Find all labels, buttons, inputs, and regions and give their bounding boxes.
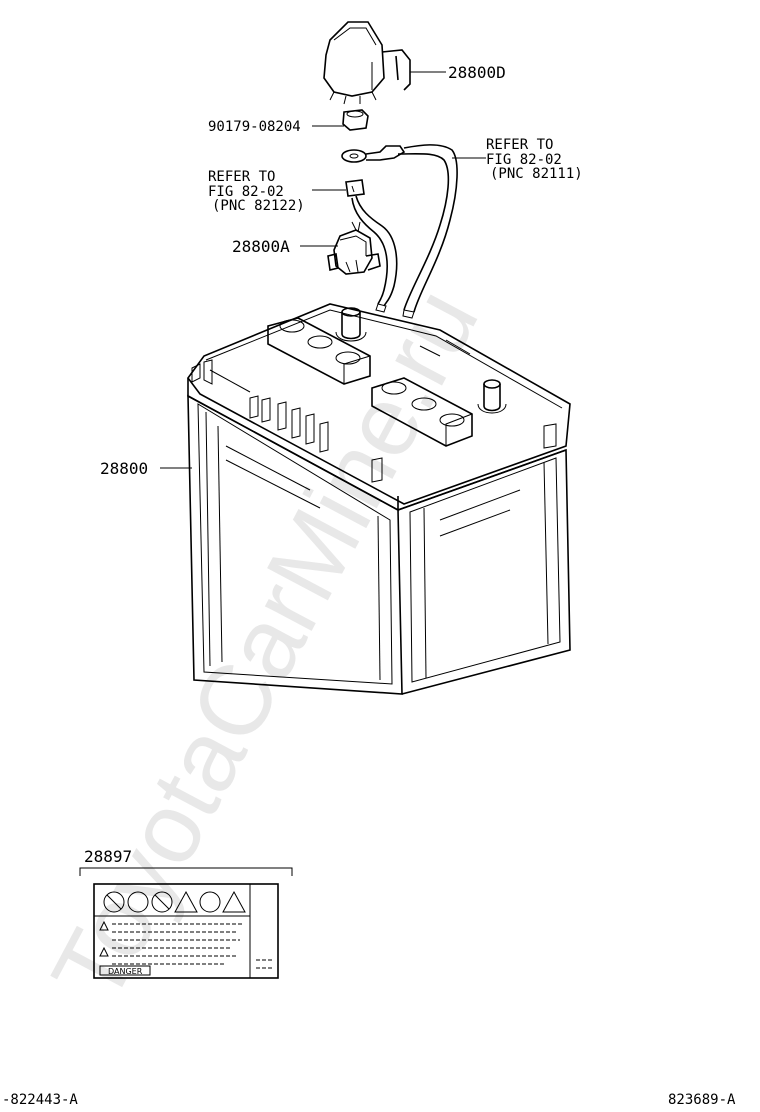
clamp-wire (345, 179, 398, 313)
label-28800: 28800 (100, 459, 148, 478)
leader-28897 (79, 867, 293, 876)
label-90179-08204: 90179-08204 (208, 119, 301, 135)
warning-triangle-icon (174, 890, 198, 913)
label-28897: 28897 (84, 847, 132, 866)
refer-right-line2: FIG 82-02 (486, 152, 562, 168)
refer-left-line3: (PNC 82122) (212, 198, 305, 214)
ref-bottom-left: -822443-A (2, 1092, 78, 1108)
caution-triangle-icon (222, 890, 246, 913)
ref-bottom-right: 823689-A (668, 1092, 736, 1108)
no-children-icon (151, 891, 173, 913)
refer-right-line1: REFER TO (486, 137, 553, 153)
warning-label-sticker: DANGER (93, 883, 279, 979)
refer-right-line3: (PNC 82111) (490, 166, 583, 182)
refer-left-line2: FIG 82-02 (208, 184, 284, 200)
refer-left-line1: REFER TO (208, 169, 275, 185)
watermark-text: ToyotaCarMine.ru (31, 271, 500, 1020)
label-28800A: 28800A (232, 237, 290, 256)
danger-text: DANGER (108, 967, 143, 976)
terminal-clamp (327, 221, 381, 275)
terminal-cover (323, 21, 411, 105)
positive-cable (341, 144, 458, 319)
nut (342, 109, 369, 131)
eye-protection-icon (127, 891, 149, 913)
label-28800D: 28800D (448, 63, 506, 82)
read-manual-icon (199, 891, 221, 913)
battery (187, 303, 571, 695)
no-fire-icon (103, 891, 125, 913)
